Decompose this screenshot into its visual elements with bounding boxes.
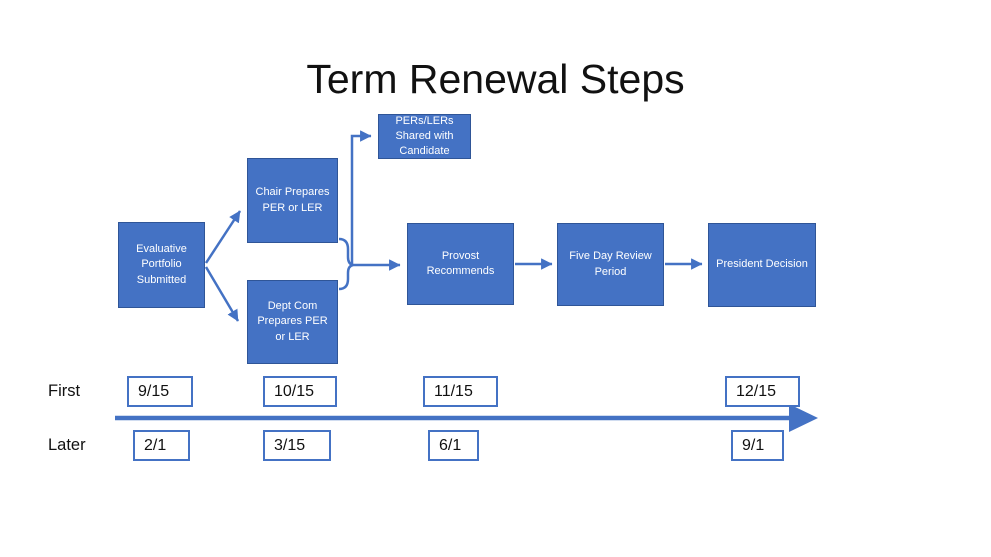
timeline-row-label-first: First [48,382,81,400]
flow-box-pers-lers-shared: PERs/LERs Shared with Candidate [378,114,471,159]
timeline-arrowhead-icon [789,404,818,432]
date-box-first-2: 10/15 [263,376,337,407]
flow-box-five-day-review: Five Day Review Period [557,223,664,306]
flow-box-provost-recommends: Provost Recommends [407,223,514,305]
date-box-first-3: 11/15 [423,376,498,407]
date-box-first-1: 9/15 [127,376,193,407]
date-box-later-1: 2/1 [133,430,190,461]
page-title: Term Renewal Steps [306,56,685,102]
flow-box-chair-prepares: Chair Prepares PER or LER [247,158,338,243]
date-box-later-4: 9/1 [731,430,784,461]
arrow-merge-to-pers [350,130,372,264]
date-box-later-2: 3/15 [263,430,331,461]
flow-box-dept-com-prepares: Dept Com Prepares PER or LER [247,280,338,364]
date-box-later-3: 6/1 [428,430,479,461]
flow-box-evaluative-portfolio: Evaluative Portfolio Submitted [118,222,205,308]
timeline-row-label-later: Later [48,436,86,454]
flow-box-president-decision: President Decision [708,223,816,307]
date-box-first-4: 12/15 [725,376,800,407]
arrow-eval-to-chair [204,210,242,264]
arrow-eval-to-deptcom [204,266,240,322]
